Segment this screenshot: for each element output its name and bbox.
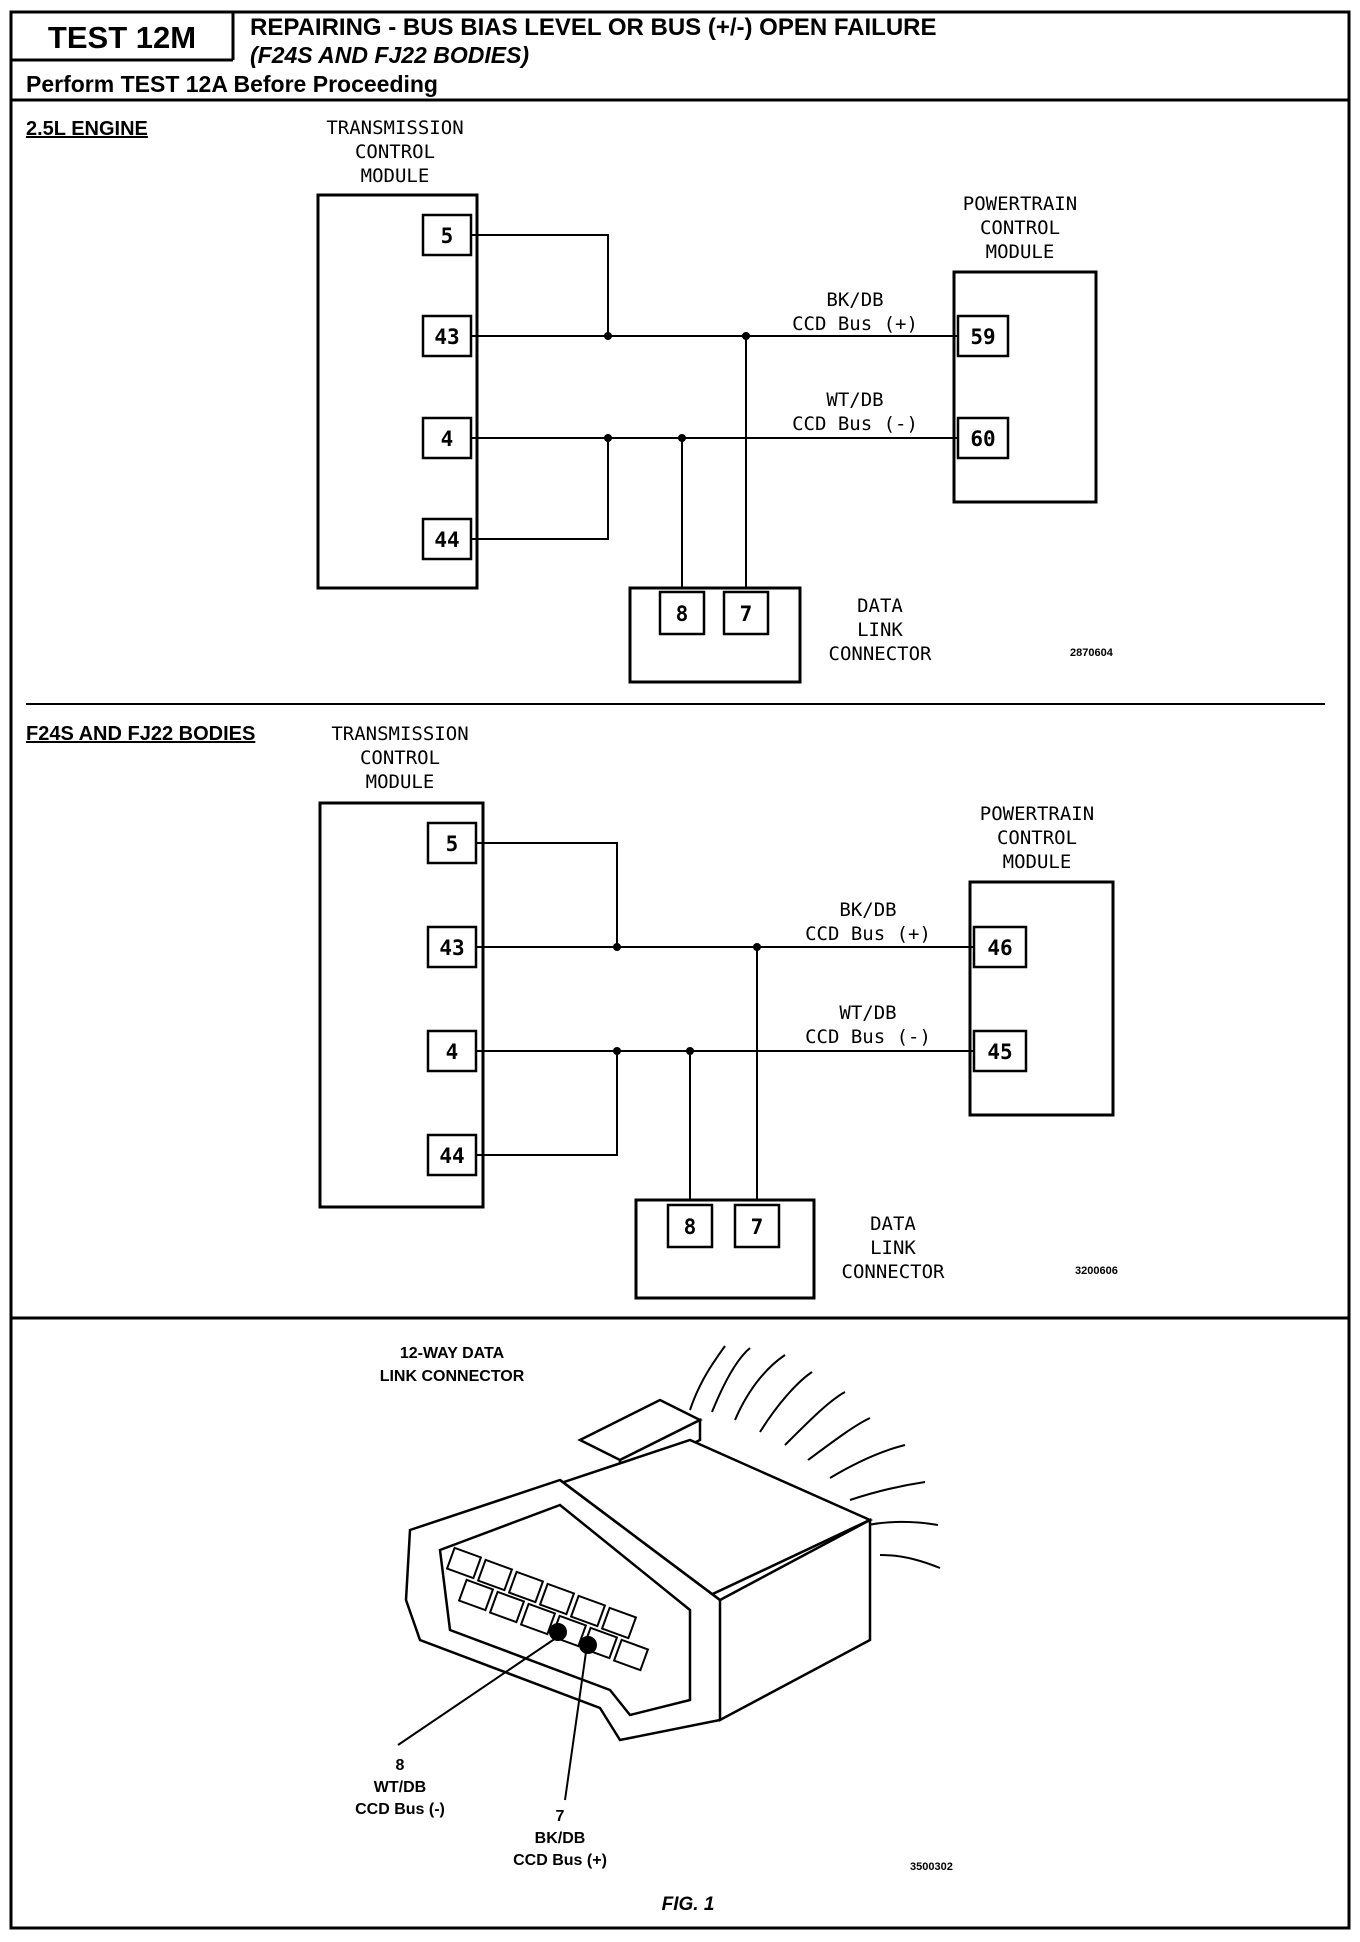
diagram-f24s-fj22-bodies: F24S AND FJ22 BODIES TRANSMISSION CONTRO…	[26, 723, 1118, 1300]
splice-dot	[604, 434, 612, 442]
pcm-label-line3: MODULE	[986, 241, 1055, 263]
splice-dot	[613, 1047, 621, 1055]
wire-plus-color: BK/DB	[826, 289, 883, 311]
splice-dot	[686, 1047, 694, 1055]
wire-plus-name: CCD Bus (+)	[805, 923, 931, 945]
splice-dot	[678, 434, 686, 442]
data-link-connector	[634, 1198, 816, 1300]
wire-minus-name: CCD Bus (-)	[805, 1026, 931, 1048]
figure-ref-code: 3200606	[1075, 1265, 1118, 1277]
dlc-pin	[666, 1203, 714, 1249]
powertrain-control-module	[968, 880, 1115, 1117]
section-label: 2.5L ENGINE	[26, 118, 148, 140]
dlc-pin-label: 7	[751, 1215, 764, 1239]
wire-minus-color: WT/DB	[826, 389, 883, 411]
callout-pin7-name: CCD Bus (+)	[513, 1852, 607, 1869]
dlc-label-line3: CONNECTOR	[842, 1261, 946, 1283]
dlc-pin-label: 7	[740, 602, 753, 626]
splice-dot	[604, 332, 612, 340]
dlc-pin	[733, 1203, 781, 1249]
callout-pin8-name: CCD Bus (-)	[355, 1801, 445, 1818]
pcm-pin	[972, 1029, 1028, 1073]
connector-wire-harness	[689, 1345, 941, 1569]
dlc-label-line1: DATA	[857, 595, 903, 617]
page-subtitle: (F24S AND FJ22 BODIES)	[250, 42, 529, 68]
dlc-pin-label: 8	[676, 602, 689, 626]
callout-pin7-color: BK/DB	[535, 1830, 586, 1847]
tcm-pin-label: 43	[434, 325, 459, 349]
pcm-label-line1: POWERTRAIN	[980, 803, 1094, 825]
instruction-text: Perform TEST 12A Before Proceeding	[26, 71, 438, 97]
tcm-pin-label: 44	[439, 1144, 464, 1168]
tcm-label-line2: CONTROL	[355, 141, 435, 163]
wire-splice-tcm44	[471, 438, 609, 540]
wire-plus-name: CCD Bus (+)	[792, 313, 918, 335]
pcm-pin-label: 45	[987, 1040, 1012, 1064]
pcm-label-line2: CONTROL	[997, 827, 1077, 849]
dlc-label-line2: LINK	[857, 619, 903, 641]
connector-terminals	[445, 1546, 650, 1672]
connector-title-line1: 12-WAY DATA	[400, 1345, 505, 1362]
tcm-label-line3: MODULE	[366, 771, 435, 793]
tcm-label-line3: MODULE	[361, 165, 430, 187]
dlc-pin-label: 8	[684, 1215, 697, 1239]
wire-splice-tcm5	[476, 842, 618, 947]
dlc-pin	[658, 590, 706, 636]
wire-splice-tcm5	[471, 234, 609, 336]
wire-splice-tcm44	[476, 1051, 618, 1156]
data-link-connector	[628, 586, 802, 684]
tcm-label-line2: CONTROL	[360, 747, 440, 769]
pcm-pin-label: 46	[987, 936, 1012, 960]
test-id: TEST 12M	[48, 20, 196, 55]
callout-leader-pin7	[564, 1651, 587, 1801]
terminal-7-marker	[579, 1636, 597, 1654]
connector-title-line2: LINK CONNECTOR	[380, 1368, 525, 1385]
pcm-label-line2: CONTROL	[980, 217, 1060, 239]
callout-pin7-number: 7	[556, 1808, 565, 1825]
wire-plus-color: BK/DB	[839, 899, 896, 921]
tcm-pin-label: 43	[439, 936, 464, 960]
dlc-label-line3: CONNECTOR	[829, 643, 933, 665]
tcm-pin-label: 4	[446, 1040, 459, 1064]
pcm-pin-label: 60	[970, 427, 995, 451]
tcm-pin	[421, 213, 473, 257]
callout-pin8-color: WT/DB	[374, 1779, 426, 1796]
tcm-label-line1: TRANSMISSION	[331, 723, 468, 745]
section-label: F24S AND FJ22 BODIES	[26, 723, 255, 745]
dlc-label-line2: LINK	[870, 1237, 916, 1259]
tcm-pin-label: 5	[441, 224, 454, 248]
dlc-label-line1: DATA	[870, 1213, 916, 1235]
pcm-label-line1: POWERTRAIN	[963, 193, 1077, 215]
splice-dot	[742, 332, 750, 340]
powertrain-control-module	[952, 270, 1098, 504]
pcm-pin	[956, 314, 1010, 358]
callout-leader-pin8	[397, 1637, 557, 1746]
figure-label: FIG. 1	[662, 1894, 715, 1915]
dlc-pin	[722, 590, 770, 636]
terminal-8-marker	[549, 1623, 567, 1641]
tcm-pin-label: 4	[441, 427, 454, 451]
wire-minus-name: CCD Bus (-)	[792, 413, 918, 435]
wire-minus-color: WT/DB	[839, 1002, 896, 1024]
callout-pin8-number: 8	[396, 1757, 405, 1774]
figure-ref-code: 3500302	[910, 1861, 953, 1873]
pcm-label-line3: MODULE	[1003, 851, 1072, 873]
page-border	[9, 10, 1351, 1930]
splice-dot	[753, 943, 761, 951]
pcm-pin-label: 59	[970, 325, 995, 349]
page-title: REPAIRING - BUS BIAS LEVEL OR BUS (+/-) …	[250, 14, 937, 41]
diagram-2-5l-engine: 2.5L ENGINE TRANSMISSION CONTROL MODULE …	[26, 117, 1114, 684]
splice-dot	[613, 943, 621, 951]
tcm-pin	[421, 416, 473, 460]
figure-ref-code: 2870604	[1070, 647, 1114, 659]
diagram-12-way-connector: 12-WAY DATA LINK CONNECTOR	[355, 1345, 953, 1873]
tcm-pin-label: 5	[446, 832, 459, 856]
tcm-label-line1: TRANSMISSION	[326, 117, 463, 139]
tcm-pin-label: 44	[434, 528, 459, 552]
